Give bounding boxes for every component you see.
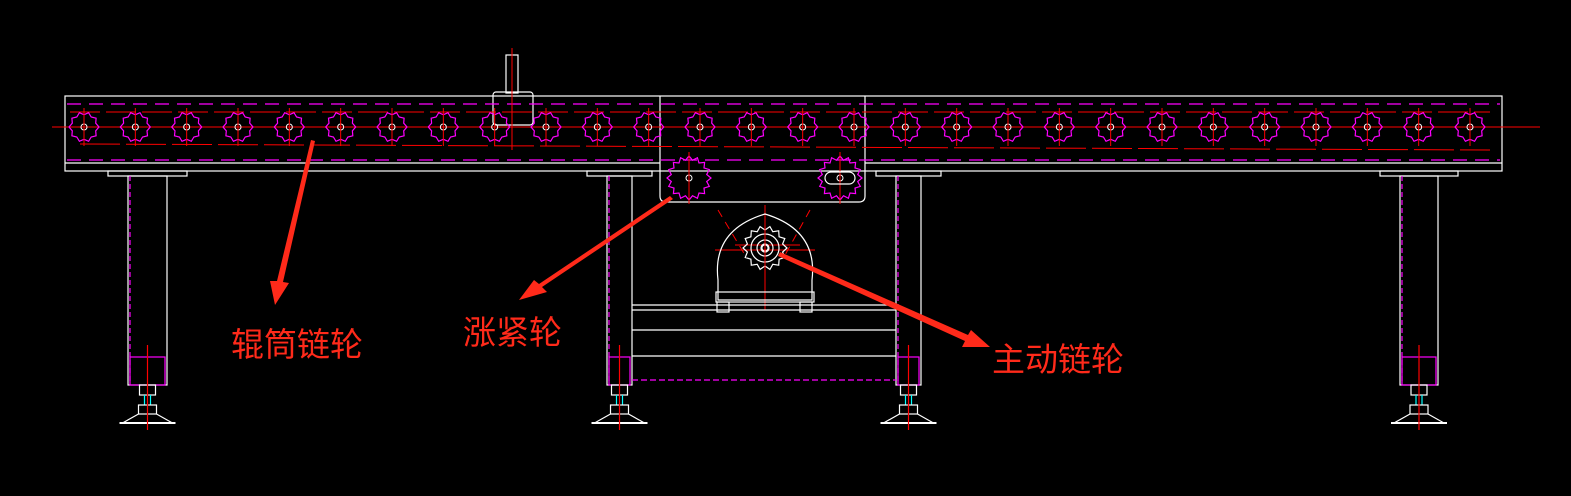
- cross-beams: [632, 304, 896, 381]
- leg: [586, 170, 653, 430]
- roller-sprocket: [1300, 108, 1332, 146]
- roller-sprocket: [992, 108, 1024, 146]
- conveyor-frame: [64, 54, 1503, 203]
- drive-sprocket: [742, 222, 788, 274]
- roller-sprocket: [68, 108, 100, 146]
- roller-sprocket: [170, 108, 203, 146]
- drive-sprocket: [742, 222, 788, 274]
- roller-sprocket: [1043, 108, 1076, 146]
- roller-sprocket: [581, 108, 614, 146]
- roller-sprocket: [222, 108, 254, 146]
- roller-sprocket: [1248, 108, 1281, 146]
- roller-sprocket: [1197, 108, 1230, 146]
- roller-sprocket: [1454, 108, 1486, 146]
- roller-sprocket: [1351, 108, 1384, 146]
- roller-sprocket: [940, 108, 973, 146]
- roller-sprocket: [735, 108, 768, 146]
- roller-sprocket: [119, 108, 152, 146]
- tension-sprocket-label: 涨紧轮: [463, 313, 562, 352]
- roller-sprocket-label: 辊筒链轮: [231, 325, 363, 364]
- roller-sprocket: [478, 108, 511, 146]
- roller-sprocket: [632, 108, 665, 146]
- leg: [875, 170, 942, 430]
- roller-sprocket: [530, 108, 562, 146]
- roller-sprocket: [889, 108, 922, 146]
- annotation-arrows: [270, 140, 990, 347]
- hidden-lines: [67, 103, 1500, 161]
- roller-sprocket: [1094, 108, 1127, 146]
- tension-sprockets: [666, 152, 863, 204]
- tension-sprocket: [817, 152, 863, 204]
- roller-sprocket: [324, 108, 357, 146]
- legs: [107, 170, 1459, 430]
- leg: [1379, 170, 1459, 430]
- roller-sprocket: [427, 108, 460, 146]
- tension-sprocket: [666, 152, 712, 204]
- roller-sprocket: [273, 108, 306, 146]
- roller-sprocket: [838, 108, 870, 146]
- roller-sprocket: [786, 108, 819, 146]
- roller-sprocket: [376, 108, 408, 146]
- roller-sprocket: [1402, 108, 1435, 146]
- roller-sprocket: [1146, 108, 1178, 146]
- roller-sprockets: [68, 108, 1486, 146]
- centerlines: [52, 48, 1540, 310]
- leg: [107, 170, 188, 430]
- roller-sprocket: [684, 108, 716, 146]
- drive-sprocket-label: 主动链轮: [992, 340, 1124, 379]
